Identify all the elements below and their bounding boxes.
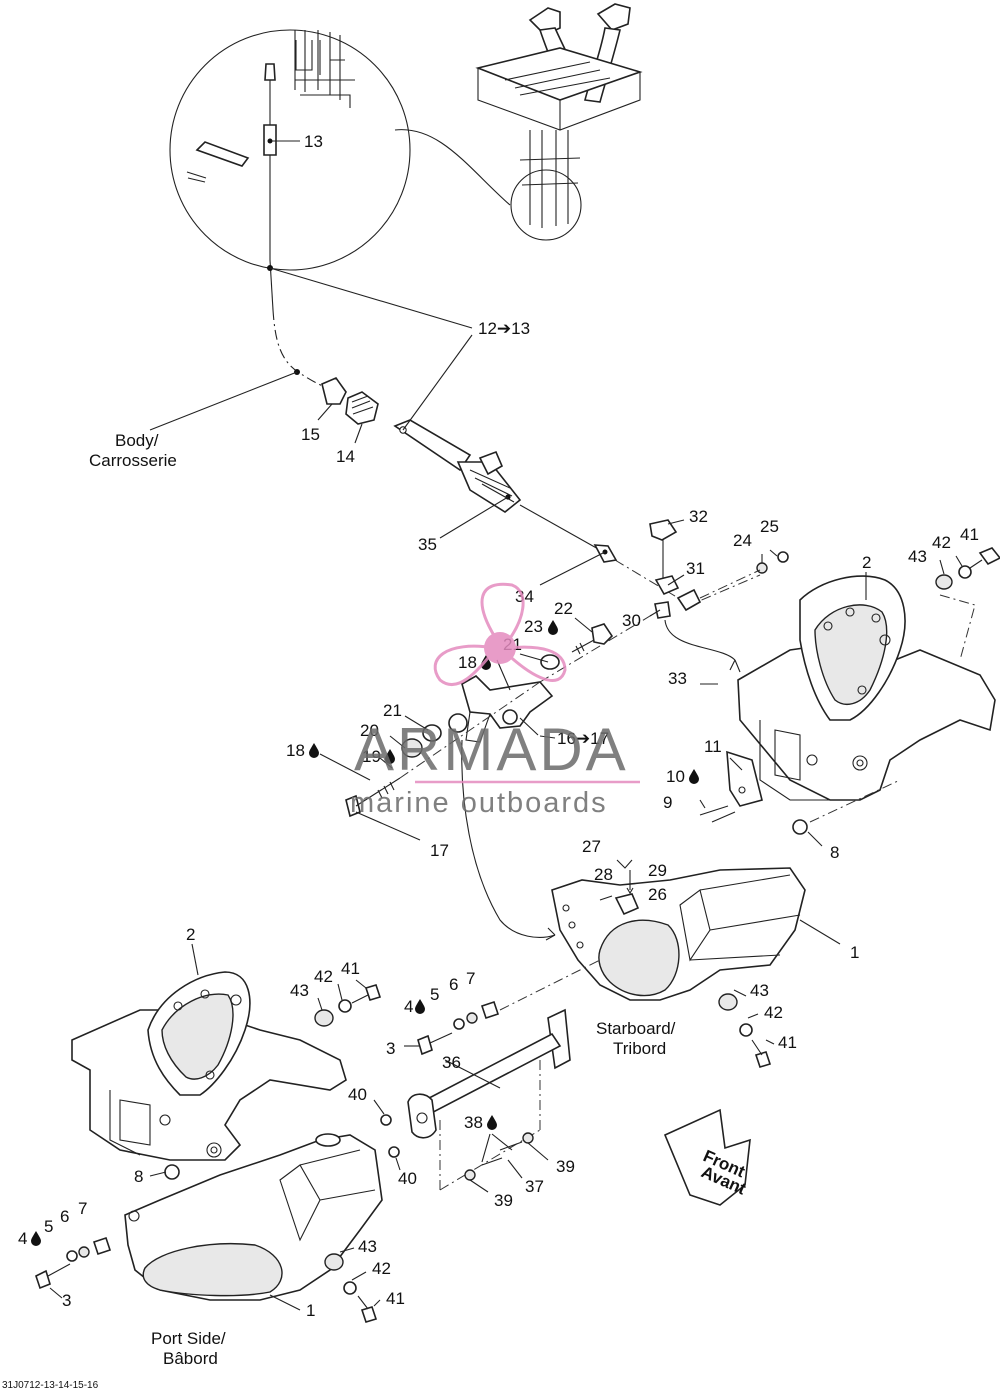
callout-42-starboard: 42 — [764, 1003, 783, 1022]
callout-42-top: 42 — [932, 533, 951, 552]
callout-19: 19 — [362, 747, 381, 766]
callout-39-left: 39 — [494, 1191, 513, 1210]
callout-10: 10 — [666, 767, 685, 786]
port-caption-line2: Bâbord — [163, 1349, 218, 1368]
callout-8-lower: 8 — [134, 1167, 143, 1186]
throttle-cable — [267, 259, 761, 673]
callout-20: 20 — [360, 721, 379, 740]
callout-11: 11 — [704, 737, 722, 756]
body-caption-line2: Carrosserie — [89, 451, 177, 470]
callout-9: 9 — [663, 793, 672, 812]
callout-1-port: 1 — [306, 1301, 315, 1320]
callout-3-lower: 3 — [62, 1291, 71, 1310]
callout-37: 37 — [525, 1177, 544, 1196]
callout-7-lower: 7 — [78, 1199, 87, 1218]
bushings-40 — [380, 1114, 400, 1158]
callout-5-lower: 5 — [44, 1217, 53, 1236]
callout-16-17: 16➔17 — [557, 729, 609, 748]
starboard-caption-line1: Starboard/ — [596, 1019, 676, 1038]
watermark: ARMADA marine outboards — [350, 582, 640, 819]
callout-18-upper: 18 — [458, 653, 477, 672]
callout-1-starboard: 1 — [850, 943, 859, 962]
callout-4-lower: 4 — [18, 1229, 27, 1248]
callout-labels: 13 12➔13 15 14 35 34 32 31 30 24 25 22 2… — [18, 132, 979, 1320]
cross-tube — [407, 1008, 571, 1191]
watermark-tagline: marine outboards — [350, 787, 608, 819]
droplet-icon — [487, 1115, 497, 1130]
callout-43-top: 43 — [908, 547, 927, 566]
sponson-port — [35, 1133, 383, 1323]
droplet-icon — [415, 999, 425, 1014]
callout-5-upper: 5 — [430, 985, 439, 1004]
callout-36: 36 — [442, 1053, 461, 1072]
callout-6-upper: 6 — [449, 975, 458, 994]
callout-23: 23 — [524, 617, 543, 636]
leader-lines — [49, 140, 963, 1311]
callout-13: 13 — [304, 132, 323, 151]
callout-26: 26 — [648, 885, 667, 904]
callout-38: 38 — [464, 1113, 483, 1132]
callout-31: 31 — [686, 559, 705, 578]
callout-3-upper: 3 — [386, 1039, 395, 1058]
callout-42-port: 42 — [372, 1259, 391, 1278]
callout-25: 25 — [760, 517, 779, 536]
body-caption-line1: Body/ — [115, 431, 159, 450]
callout-24: 24 — [733, 531, 752, 550]
callout-42-left: 42 — [314, 967, 333, 986]
callout-2-lower: 2 — [186, 925, 195, 944]
callout-17: 17 — [430, 841, 449, 860]
callout-22: 22 — [554, 599, 573, 618]
hardware-3-7-upper — [417, 1000, 500, 1056]
callout-15: 15 — [301, 425, 320, 444]
callout-28: 28 — [594, 865, 613, 884]
hardware-37-39 — [464, 1132, 534, 1181]
detail-magnifier — [169, 29, 411, 271]
callout-43-starboard: 43 — [750, 981, 769, 1000]
detail-source — [394, 129, 582, 241]
linkage-bracket — [345, 609, 661, 941]
drawing-code: 31J0712-13-14-15-16 — [2, 1380, 99, 1391]
callout-41-starboard: 41 — [778, 1033, 797, 1052]
bracket-upper-right — [699, 547, 1000, 801]
droplet-icon — [309, 743, 319, 758]
sponson-starboard — [499, 859, 806, 1068]
callout-32: 32 — [689, 507, 708, 526]
droplet-icon — [31, 1231, 41, 1246]
callout-40-upper: 40 — [348, 1085, 367, 1104]
callout-33: 33 — [668, 669, 687, 688]
callout-21-lower: 21 — [383, 701, 402, 720]
steering-column-frame — [475, 3, 643, 228]
front-arrow-icon: Front Avant — [663, 1108, 751, 1206]
callout-6-lower: 6 — [60, 1207, 69, 1226]
port-caption-line1: Port Side/ — [151, 1329, 226, 1348]
callout-7-upper: 7 — [466, 969, 475, 988]
callout-12-13: 12➔13 — [478, 319, 530, 338]
callout-43-left: 43 — [290, 981, 309, 1000]
callout-35: 35 — [418, 535, 437, 554]
callout-29: 29 — [648, 861, 667, 880]
stopper-plate — [699, 750, 901, 835]
callout-41-left: 41 — [341, 959, 360, 978]
starboard-caption-line2: Tribord — [613, 1039, 666, 1058]
callout-14: 14 — [336, 447, 355, 466]
callout-8-upper: 8 — [830, 843, 839, 862]
callout-40-lower: 40 — [398, 1169, 417, 1188]
callout-30: 30 — [622, 611, 641, 630]
droplet-icon — [548, 620, 558, 635]
callout-41-port: 41 — [386, 1289, 405, 1308]
callout-18-lower: 18 — [286, 741, 305, 760]
callout-27: 27 — [582, 837, 601, 856]
callout-39-right: 39 — [556, 1157, 575, 1176]
propeller-logo — [433, 582, 567, 687]
droplet-icon — [689, 769, 699, 784]
watermark-brand: ARMADA — [354, 716, 629, 783]
callout-41-top: 41 — [960, 525, 979, 544]
bracket-lower-left — [71, 971, 382, 1180]
callout-4-upper: 4 — [404, 997, 413, 1016]
captions: Body/ Carrosserie Starboard/ Tribord Por… — [2, 431, 676, 1391]
callout-2-upper: 2 — [862, 553, 871, 572]
callout-43-port: 43 — [358, 1237, 377, 1256]
